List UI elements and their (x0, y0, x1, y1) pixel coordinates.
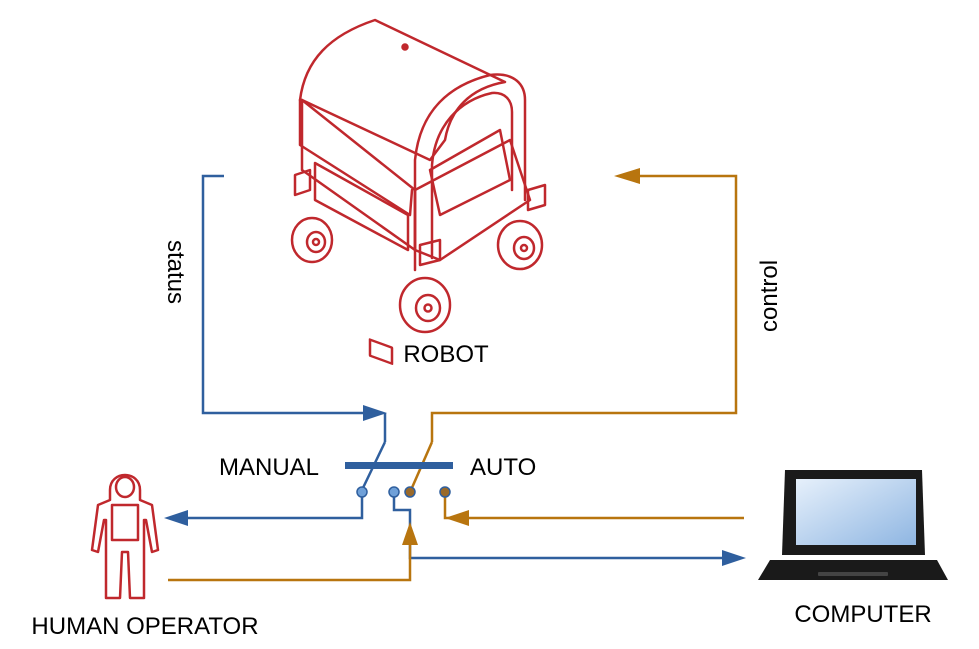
arrow-from-computer (445, 510, 469, 526)
arrow-status-switch (363, 405, 387, 421)
control-label: control (756, 260, 783, 332)
mode-switch-bar[interactable] (345, 462, 453, 469)
arrow-to-human (164, 510, 188, 526)
computer-label: COMPUTER (794, 601, 931, 628)
wheel-front-left (290, 216, 334, 264)
arrow-from-human (402, 522, 418, 545)
laptop-icon (758, 470, 948, 580)
robot-label: ROBOT (403, 341, 489, 368)
robot-icon (290, 18, 547, 366)
arrow-control-robot (614, 168, 640, 184)
wheel-rear-center (398, 276, 452, 334)
wheel-front-right (496, 219, 544, 271)
auto-label: AUTO (470, 454, 536, 481)
contact-manual-human (356, 486, 368, 498)
contact-manual-computer (388, 486, 400, 498)
human-operator-label: HUMAN OPERATOR (31, 613, 258, 640)
arrow-to-computer (722, 550, 746, 566)
contact-auto-computer (439, 486, 451, 498)
contact-auto-human (404, 486, 416, 498)
manual-label: MANUAL (219, 454, 319, 481)
hazmat-suit-person-icon (90, 473, 160, 600)
status-label: status (162, 240, 189, 304)
